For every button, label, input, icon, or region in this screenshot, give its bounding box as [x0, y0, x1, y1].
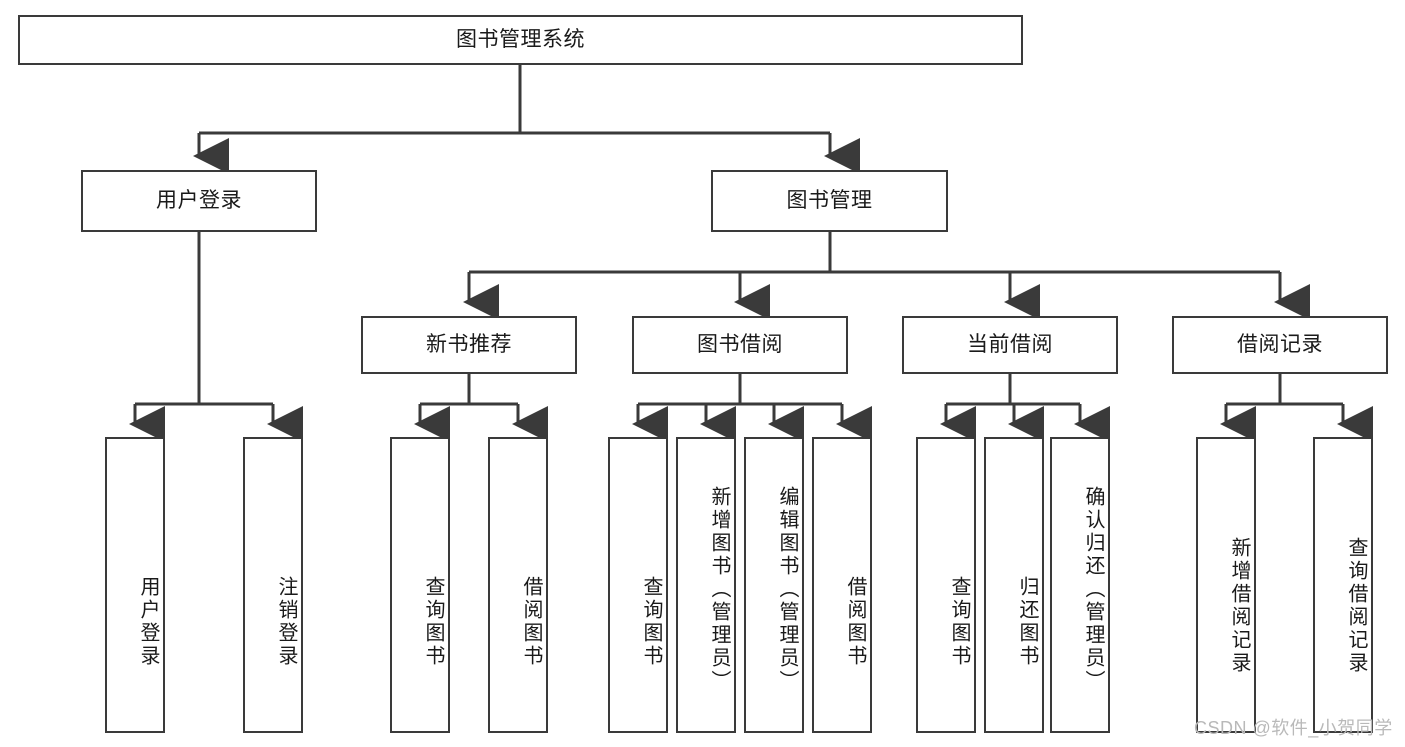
leaf-add-book-label: 新增图书（管理员） — [708, 485, 730, 693]
node-user-login[interactable]: 用户登录 — [81, 170, 317, 232]
leaf-borrow-book-2-label: 借阅图书 — [844, 576, 866, 668]
leaf-user-login-label: 用户登录 — [137, 576, 159, 668]
leaf-edit-book-label: 编辑图书（管理员） — [776, 485, 798, 693]
node-user-login-label: 用户登录 — [156, 189, 242, 213]
leaf-return-book-label: 归还图书 — [1016, 576, 1038, 668]
node-book-manage[interactable]: 图书管理 — [711, 170, 948, 232]
leaf-add-record-label: 新增借阅记录 — [1228, 537, 1250, 675]
node-book-borrow-label: 图书借阅 — [697, 333, 783, 357]
leaf-query-book-1-label: 查询图书 — [422, 576, 444, 668]
leaf-confirm-return-label: 确认归还（管理员） — [1082, 485, 1104, 693]
leaf-user-login[interactable]: 用户登录 — [105, 437, 165, 733]
watermark: CSDN @软件_小贺同学 — [1194, 718, 1393, 738]
leaf-query-book-3-label: 查询图书 — [948, 576, 970, 668]
node-borrow-record-label: 借阅记录 — [1237, 333, 1323, 357]
leaf-return-book[interactable]: 归还图书 — [984, 437, 1044, 733]
node-root[interactable]: 图书管理系统 — [18, 15, 1023, 65]
leaf-add-book[interactable]: 新增图书（管理员） — [676, 437, 736, 733]
node-book-borrow[interactable]: 图书借阅 — [632, 316, 848, 374]
leaf-borrow-book-1-label: 借阅图书 — [520, 576, 542, 668]
node-current-borrow[interactable]: 当前借阅 — [902, 316, 1118, 374]
node-new-book-rec-label: 新书推荐 — [426, 333, 512, 357]
leaf-logout-login[interactable]: 注销登录 — [243, 437, 303, 733]
node-new-book-rec[interactable]: 新书推荐 — [361, 316, 577, 374]
leaf-query-record-label: 查询借阅记录 — [1345, 537, 1367, 675]
leaf-add-record[interactable]: 新增借阅记录 — [1196, 437, 1256, 733]
leaf-edit-book[interactable]: 编辑图书（管理员） — [744, 437, 804, 733]
node-borrow-record[interactable]: 借阅记录 — [1172, 316, 1388, 374]
node-book-manage-label: 图书管理 — [786, 189, 873, 213]
node-root-label: 图书管理系统 — [456, 28, 585, 52]
leaf-borrow-book-2[interactable]: 借阅图书 — [812, 437, 872, 733]
node-current-borrow-label: 当前借阅 — [967, 333, 1053, 357]
leaf-confirm-return[interactable]: 确认归还（管理员） — [1050, 437, 1110, 733]
leaf-query-book-2-label: 查询图书 — [640, 576, 662, 668]
leaf-query-book-3[interactable]: 查询图书 — [916, 437, 976, 733]
leaf-borrow-book-1[interactable]: 借阅图书 — [488, 437, 548, 733]
leaf-query-book-1[interactable]: 查询图书 — [390, 437, 450, 733]
leaf-query-record[interactable]: 查询借阅记录 — [1313, 437, 1373, 733]
leaf-query-book-2[interactable]: 查询图书 — [608, 437, 668, 733]
leaf-logout-login-label: 注销登录 — [275, 576, 297, 668]
